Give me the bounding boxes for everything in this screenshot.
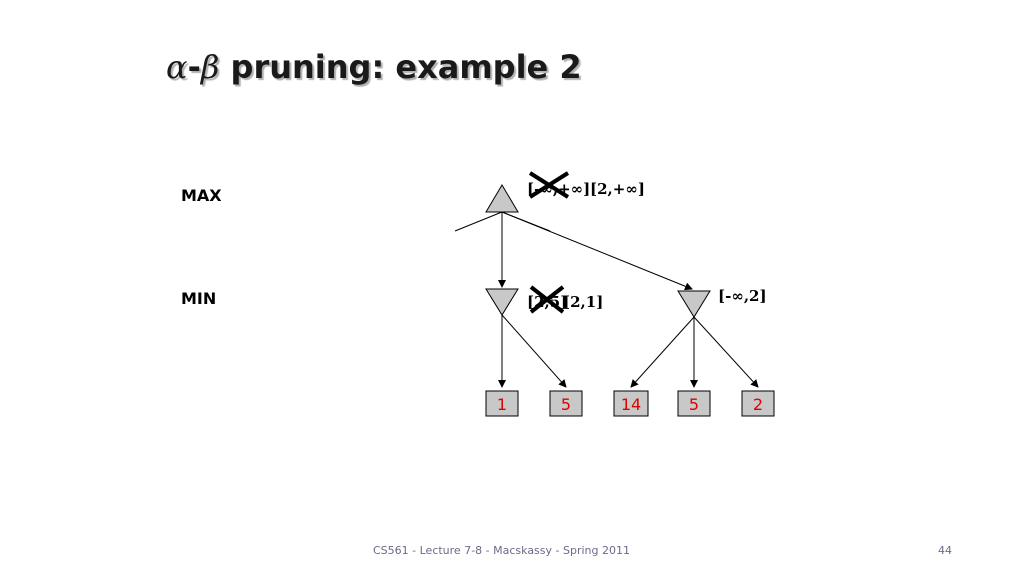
leaf-box-4: [677, 390, 711, 417]
edge-root-min-right: [501, 211, 693, 291]
min-left-new-bound: [2,1]: [563, 293, 603, 311]
edge-root-offscreen-left: [454, 211, 503, 232]
leaf-value-4: 5: [689, 395, 699, 414]
leaf-box-5: [741, 390, 775, 417]
min-level-label: MIN: [181, 289, 217, 308]
title-alpha: α: [166, 48, 188, 86]
min-left-cross-icon: [529, 285, 565, 314]
leaf-value-5: 2: [753, 395, 763, 414]
max-level-label: MAX: [181, 186, 222, 205]
leaf-value-3: 14: [621, 395, 641, 414]
min-node-right: [677, 290, 711, 318]
min-node-left: [485, 288, 519, 316]
slide-title: α-β pruning: example 2: [166, 48, 582, 86]
footer-page-number: 44: [938, 544, 952, 557]
leaf-box-3: [613, 390, 649, 417]
title-text: pruning: example 2: [219, 48, 582, 86]
edge-minright-leaf3: [630, 316, 695, 388]
root-new-bound: [2,+∞]: [590, 180, 645, 198]
leaf-box-2: [549, 390, 583, 417]
footer-course: CS561 - Lecture 7-8 - Macskassy - Spring…: [373, 544, 630, 557]
root-cross-icon: [528, 171, 570, 199]
leaf-value-1: 1: [497, 395, 507, 414]
leaf-value-2: 5: [561, 395, 571, 414]
title-dash: -: [187, 48, 201, 86]
edge-minright-leaf5: [693, 316, 759, 388]
leaf-box-1: [485, 390, 519, 417]
edge-minleft-leaf2: [501, 314, 567, 388]
min-right-bound: [-∞,2]: [718, 287, 767, 305]
max-node: [485, 184, 519, 213]
title-beta: β: [200, 48, 220, 86]
